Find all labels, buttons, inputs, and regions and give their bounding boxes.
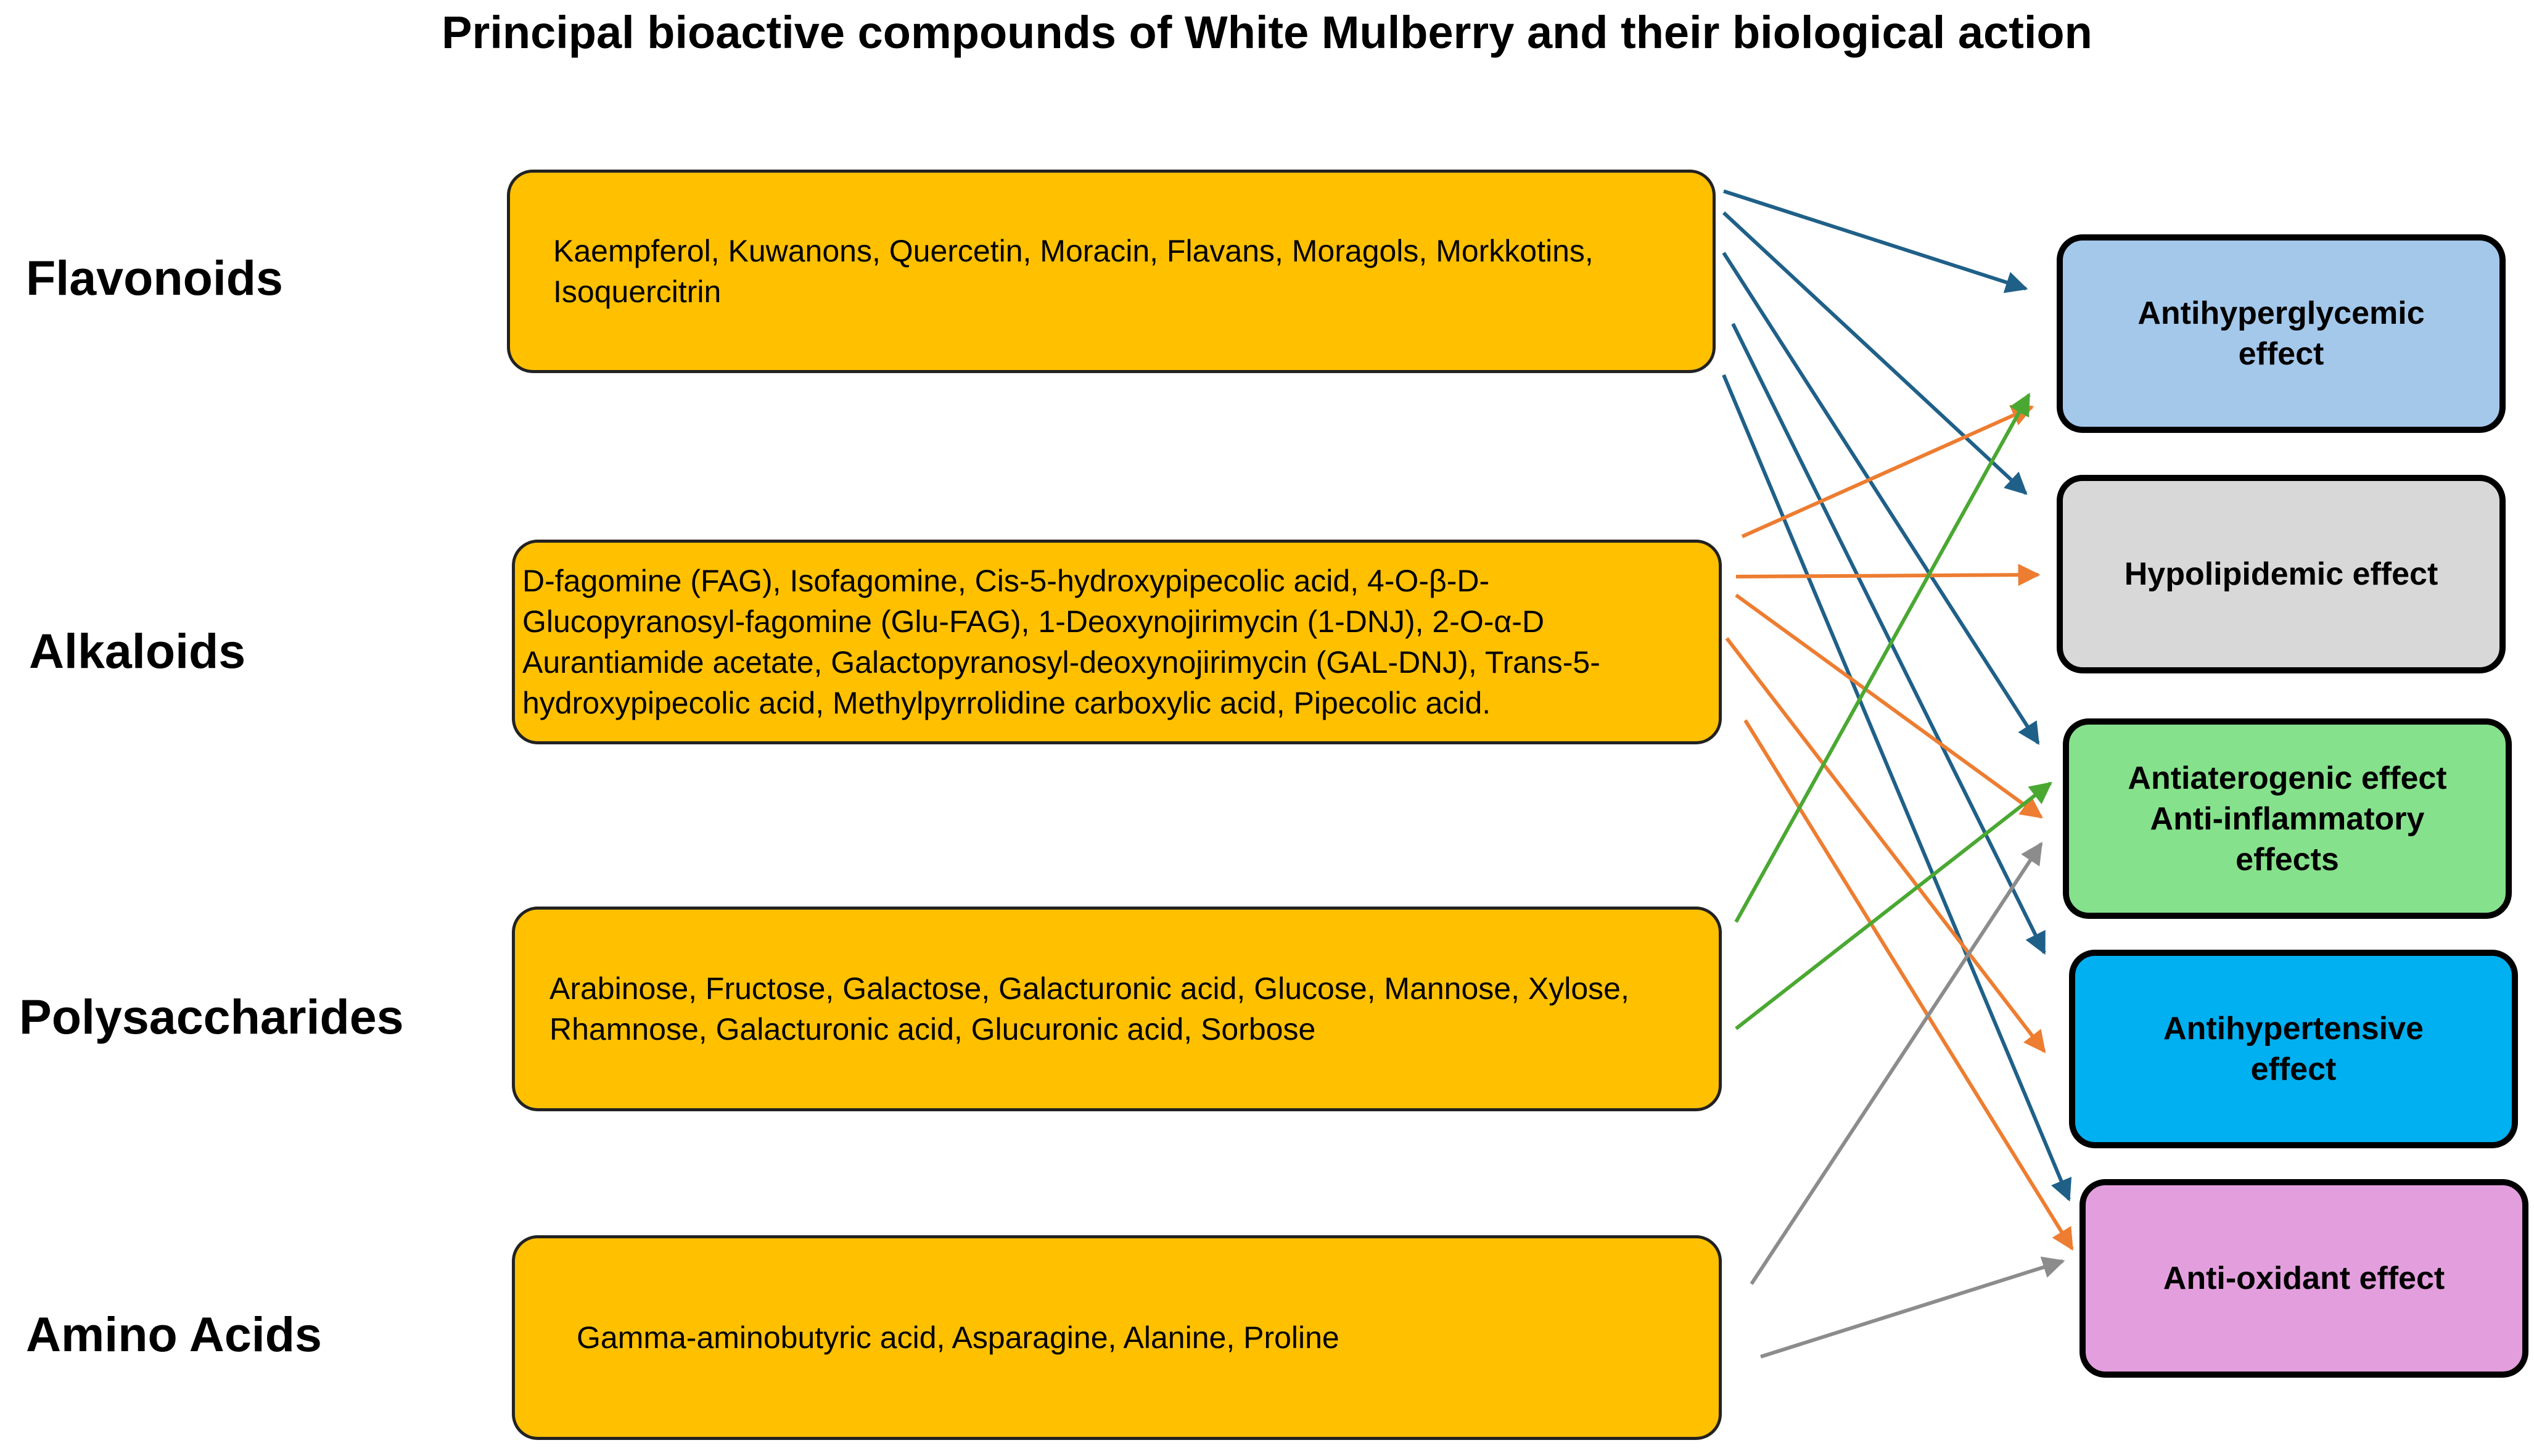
arrow-polysaccharides-to-antihyperglycemic bbox=[1734, 392, 2031, 923]
arrow-flavonoids-to-antihypertensive bbox=[1731, 323, 2046, 955]
arrow-flavonoids-to-hypolipidemic bbox=[1722, 211, 2028, 495]
effect-label-antioxidant: Anti-oxidant effect bbox=[2163, 1261, 2445, 1296]
compound-list-amino-acids: Gamma-aminobutyric acid, Asparagine, Ala… bbox=[577, 1320, 1339, 1355]
compound-box-polysaccharides: Arabinose, Fructose, Galactose, Galactur… bbox=[512, 907, 1722, 1111]
arrow-amino-acids-to-antiaterogenic bbox=[1750, 841, 2043, 1285]
category-label-polysaccharides: Polysaccharides bbox=[19, 989, 404, 1044]
arrow-flavonoids-to-antihyperglycemic bbox=[1723, 189, 2028, 294]
compound-list-polysaccharides: Arabinose, Fructose, Galactose, Galactur… bbox=[549, 971, 1629, 1047]
compound-box-flavonoids: Kaempferol, Kuwanons, Quercetin, Moracin… bbox=[507, 170, 1716, 373]
page-title: Principal bioactive compounds of White M… bbox=[442, 7, 2092, 58]
effect-box-antihypertensive: Antihypertensive effect bbox=[2069, 950, 2518, 1148]
category-label-flavonoids: Flavonoids bbox=[26, 250, 283, 305]
compound-list-alkaloids: D-fagomine (FAG), Isofagomine, Cis-5-hyd… bbox=[522, 564, 1600, 720]
arrow-alkaloids-to-hypolipidemic bbox=[1735, 564, 2041, 586]
arrow-polysaccharides-to-antiaterogenic bbox=[1735, 781, 2052, 1030]
arrow-flavonoids-to-antioxidant bbox=[1722, 374, 2072, 1202]
compound-box-amino-acids: Gamma-aminobutyric acid, Asparagine, Ala… bbox=[512, 1235, 1722, 1440]
arrow-flavonoids-to-antiaterogenic bbox=[1722, 252, 2040, 746]
category-label-amino-acids: Amino Acids bbox=[26, 1307, 322, 1362]
effect-box-antihyperglycemic: Antihyperglycemic effect bbox=[2057, 234, 2506, 433]
effect-box-hypolipidemic: Hypolipidemic effect bbox=[2057, 475, 2506, 673]
effect-label-antiaterogenic: Antiaterogenic effect Anti-inflammatory … bbox=[2128, 760, 2447, 878]
effect-label-antihypertensive: Antihypertensive effect bbox=[2163, 1011, 2424, 1087]
arrow-alkaloids-to-antiaterogenic bbox=[1735, 593, 2043, 819]
effect-box-antiaterogenic: Antiaterogenic effect Anti-inflammatory … bbox=[2063, 718, 2512, 919]
compound-box-alkaloids: D-fagomine (FAG), Isofagomine, Cis-5-hyd… bbox=[512, 540, 1722, 744]
category-label-alkaloids: Alkaloids bbox=[29, 623, 246, 678]
compound-list-flavonoids: Kaempferol, Kuwanons, Quercetin, Moracin… bbox=[553, 234, 1594, 309]
arrow-alkaloids-to-antihypertensive bbox=[1725, 637, 2046, 1053]
arrow-amino-acids-to-antioxidant bbox=[1760, 1256, 2065, 1359]
effect-label-hypolipidemic: Hypolipidemic effect bbox=[2124, 556, 2438, 592]
effect-box-antioxidant: Anti-oxidant effect bbox=[2079, 1179, 2528, 1378]
arrow-alkaloids-to-antihyperglycemic bbox=[1741, 405, 2034, 538]
effect-label-antihyperglycemic: Antihyperglycemic effect bbox=[2137, 295, 2425, 372]
